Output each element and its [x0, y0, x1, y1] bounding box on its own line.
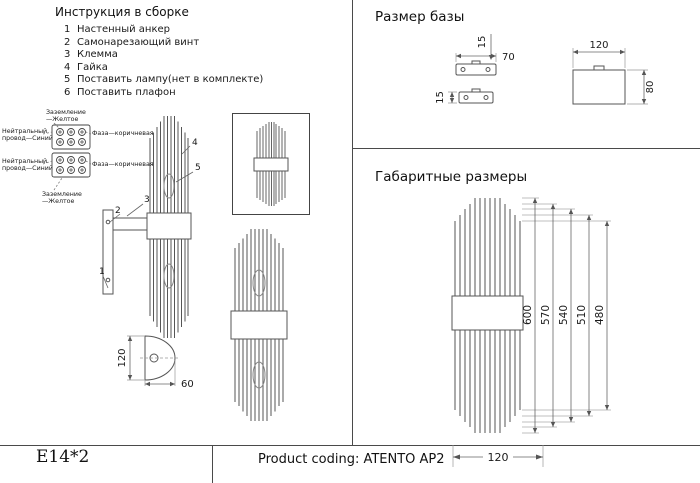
titleblock-divider: [212, 445, 213, 483]
base-dome: [144, 335, 176, 381]
product-coding: Product coding: ATENTO AP2: [258, 452, 445, 467]
ground-label-top-2: —Желтое: [46, 116, 78, 123]
bracket-top-notch: [471, 60, 481, 65]
item-number: 2: [64, 36, 71, 48]
callout-4: 4: [192, 138, 198, 148]
instructions-title: Инструкция в сборке: [55, 5, 189, 19]
inset-center-band: [253, 157, 289, 172]
base-size-drawing: 15 70 15 120 80: [435, 34, 656, 105]
item-number: 5: [64, 74, 71, 85]
neutral-label-2: Нейтральный: [2, 157, 47, 165]
dim-70: 70: [455, 52, 515, 63]
inset-box: [232, 113, 310, 215]
callout-5: 5: [195, 163, 201, 173]
bulb-lower-front: [252, 361, 266, 389]
dim-120-plate-label: 120: [589, 40, 608, 51]
overall-drawing: 600 570 540 510 480: [451, 197, 611, 434]
ground-label-bottom-2: —Желтое: [42, 198, 74, 205]
callout-leaders: [102, 145, 194, 289]
mounting-screw-top: [105, 219, 111, 225]
callout-1: 1: [99, 267, 105, 277]
item-text: Поставить плафон: [77, 86, 176, 98]
instruction-item: 4 Гайка: [64, 62, 263, 75]
dim-540-label: 540: [558, 305, 570, 325]
bulb-upper-front: [252, 269, 266, 297]
mounting-screw-bottom: [105, 277, 111, 283]
neutral-label-1b: провод—Синий: [2, 134, 53, 142]
center-band-side: [146, 212, 192, 240]
bracket-bottom-notch: [471, 88, 481, 93]
assembly-side-view: 4 5 3 2 1: [99, 116, 201, 338]
callout-3: 3: [144, 195, 150, 205]
instruction-item: 6 Поставить плафон: [64, 87, 263, 100]
lamp-front-view: [230, 229, 288, 421]
item-number: 1: [64, 24, 71, 35]
wall-plate: [102, 209, 114, 295]
item-text: Поставить лампу(нет в комплекте): [77, 74, 264, 85]
extension-lines: [522, 197, 611, 434]
item-text: Настенный анкер: [77, 24, 170, 35]
dim-570-label: 570: [540, 305, 552, 325]
divider-vertical: [352, 0, 353, 445]
frame-bottom-line: [0, 445, 700, 446]
instruction-item: 3 Клемма: [64, 49, 263, 62]
phase-label-1: Фаза—коричневая: [92, 130, 154, 137]
wiring-diagram: Заземление —Желтое Нейтральный провод—Си…: [2, 109, 154, 205]
bulb-lower: [163, 263, 175, 289]
inset-front-view: [253, 122, 289, 206]
dim-80-plate: 80: [627, 69, 656, 105]
phase-label-2: Фаза—коричневая: [92, 161, 154, 168]
wire-leaders: [42, 122, 92, 191]
wiring-labels: Заземление —Желтое Нейтральный провод—Си…: [2, 109, 154, 205]
dim-120-plate: 120: [572, 40, 626, 68]
center-band-front: [230, 310, 288, 340]
lamp-socket-code: E14*2: [36, 447, 90, 467]
bulb-upper: [163, 173, 175, 199]
base-dim-width-label: 60: [181, 379, 194, 390]
item-text: Клемма: [77, 49, 118, 60]
dim-80-plate-label: 80: [645, 81, 656, 94]
base-top-view: 120 60: [117, 335, 194, 390]
dim-15-bottom: 15: [435, 91, 457, 104]
callout-2: 2: [115, 206, 121, 216]
dim-480-label: 480: [594, 305, 606, 325]
ground-label-top: Заземление: [46, 109, 86, 116]
base-dim-width: 60: [144, 360, 194, 390]
instruction-item: 1 Настенный анкер: [64, 24, 263, 37]
dim-lines: [534, 198, 608, 433]
overall-width-dim-label: 120: [488, 451, 509, 464]
item-text: Самонарезающий винт: [77, 36, 200, 48]
dim-600-label: 600: [522, 305, 534, 325]
overall-width-dim: 120: [452, 445, 544, 467]
dim-70-label: 70: [502, 52, 515, 63]
base-dim-height: 120: [117, 335, 145, 381]
instruction-item: 5 Поставить лампу(нет в комплекте): [64, 74, 263, 87]
dim-15-bottom-label: 15: [435, 91, 446, 104]
item-number: 6: [64, 86, 71, 98]
dim-15-top-label: 15: [477, 36, 488, 49]
center-band-overall: [451, 295, 524, 331]
base-plate-tab: [593, 65, 605, 71]
terminal-blocks: [51, 124, 91, 178]
instruction-item: 2 Самонарезающий винт: [64, 37, 263, 50]
overall-title: Габаритные размеры: [375, 169, 528, 185]
divider-horizontal-right: [352, 148, 700, 149]
base-dim-height-label: 120: [117, 348, 128, 367]
ground-label-bottom: Заземление: [42, 191, 82, 198]
base-size-title: Размер базы: [375, 9, 465, 25]
dim-510-label: 510: [576, 305, 588, 325]
neutral-label-1: Нейтральный: [2, 127, 47, 135]
neutral-label-2b: провод—Синий: [2, 164, 53, 172]
item-text: Гайка: [77, 61, 108, 73]
item-number: 3: [64, 49, 71, 60]
base-plate: [572, 69, 626, 105]
bracket-arm: [113, 217, 147, 231]
item-number: 4: [64, 61, 71, 73]
